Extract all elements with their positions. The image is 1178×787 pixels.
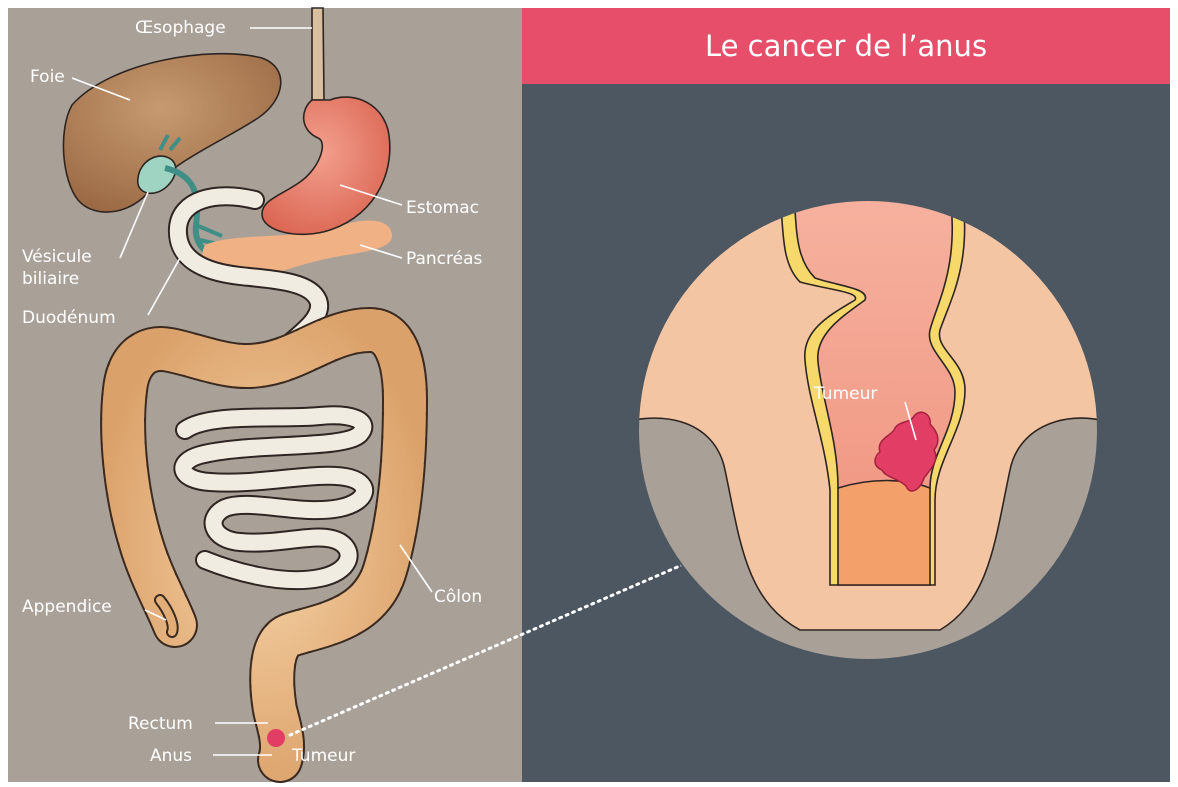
- anal-canal-zoom: [600, 180, 1130, 670]
- label-vesicule-line1: Vésicule: [22, 247, 92, 267]
- label-pancreas: Pancréas: [406, 249, 483, 269]
- label-estomac: Estomac: [406, 198, 479, 218]
- stomach: [262, 97, 390, 234]
- label-colon: Côlon: [434, 587, 482, 607]
- label-duodenum: Duodénum: [22, 308, 116, 328]
- label-tumeur-small: Tumeur: [291, 746, 355, 766]
- small-tumor-marker: [267, 729, 285, 747]
- label-appendice: Appendice: [22, 597, 112, 617]
- label-tumeur-zoom: Tumeur: [813, 384, 877, 404]
- leader-duodenum: [148, 258, 180, 315]
- anal-canal: [838, 481, 930, 586]
- label-vesicule-line2: biliaire: [22, 269, 79, 289]
- label-oesophage: Œsophage: [135, 18, 226, 38]
- oesophagus: [312, 8, 324, 100]
- label-anus: Anus: [150, 746, 192, 766]
- label-foie: Foie: [30, 67, 65, 87]
- label-rectum: Rectum: [128, 714, 193, 734]
